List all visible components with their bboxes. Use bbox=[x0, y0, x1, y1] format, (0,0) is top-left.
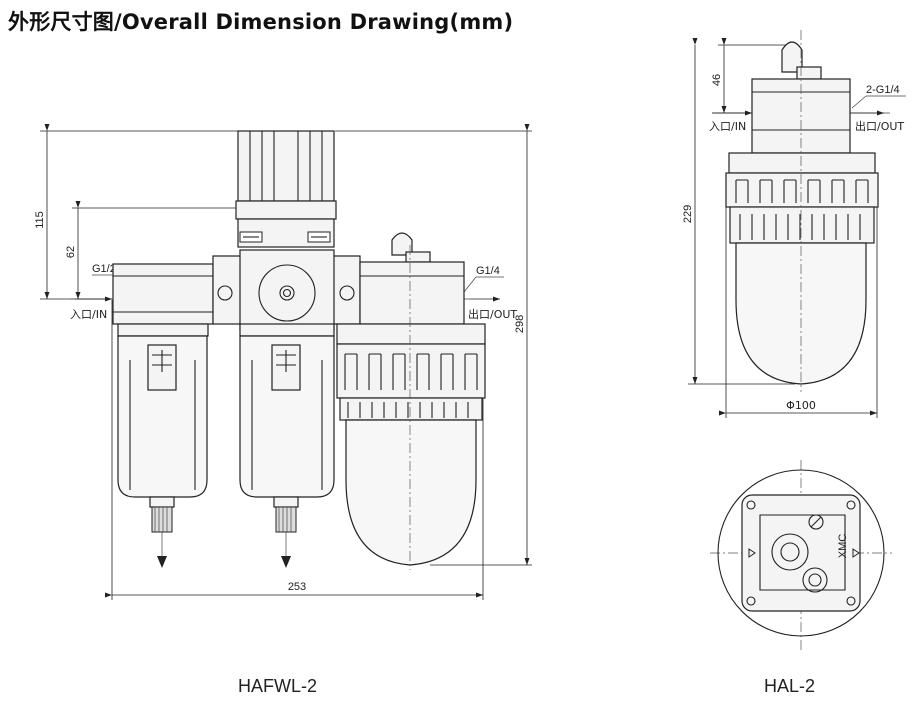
left-outlet-label: 出口/OUT bbox=[468, 307, 517, 321]
dim-right-height-total: 229 bbox=[682, 38, 795, 385]
hal-2-top-view: XMC bbox=[710, 460, 892, 650]
dim-height-total-label: 298 bbox=[514, 315, 526, 333]
right-outlet-label: 出口/OUT bbox=[855, 119, 904, 133]
dim-height-total: 298 bbox=[335, 124, 532, 566]
page-title: 外形尺寸图/Overall Dimension Drawing(mm) bbox=[8, 10, 514, 34]
dim-right-diameter: Φ100 bbox=[719, 200, 878, 418]
dim-height-port: 62 bbox=[65, 201, 242, 299]
dim-right-height-total-label: 229 bbox=[682, 205, 694, 223]
dim-width-total: 253 bbox=[105, 300, 484, 600]
left-outlet-thread: G1/4 bbox=[476, 265, 500, 277]
dim-height-top-label: 115 bbox=[34, 211, 46, 229]
right-port-thread: 2-G1/4 bbox=[866, 84, 900, 96]
hal-2-assembly: 46 229 Φ100 入口/IN 出口/OUT 2-G1/4 bbox=[682, 30, 906, 650]
dim-width-total-label: 253 bbox=[288, 581, 306, 593]
left-inlet-thread: G1/2 bbox=[92, 263, 116, 275]
lubricator-unit bbox=[336, 232, 486, 570]
hal-2-front-view bbox=[725, 30, 879, 392]
dim-right-height-top: 46 bbox=[711, 38, 795, 114]
dim-height-port-label: 62 bbox=[65, 246, 77, 258]
brand-mark: XMC bbox=[837, 534, 849, 559]
hafwl-2-caption: HAFWL-2 bbox=[238, 676, 318, 696]
regulator-unit bbox=[212, 130, 361, 568]
dim-right-diameter-label: Φ100 bbox=[786, 399, 816, 412]
filter-unit bbox=[112, 263, 214, 568]
hafwl-2-assembly: 115 62 298 253 入口/IN 出口 bbox=[34, 124, 532, 600]
dim-right-height-top-label: 46 bbox=[711, 74, 723, 86]
left-inlet-label: 入口/IN bbox=[70, 308, 107, 321]
right-inlet-label: 入口/IN bbox=[709, 120, 746, 133]
hal-2-caption: HAL-2 bbox=[764, 676, 816, 696]
